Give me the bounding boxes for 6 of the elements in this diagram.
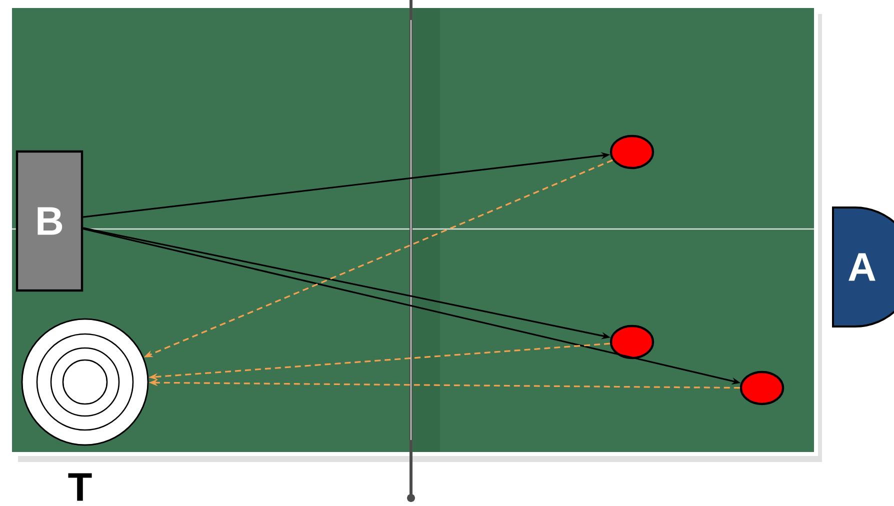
ball [740, 370, 784, 406]
ball [610, 134, 654, 170]
ball [610, 324, 654, 360]
target-circle [21, 318, 149, 446]
player-box: B [16, 150, 84, 292]
node-caption: T [68, 473, 92, 501]
